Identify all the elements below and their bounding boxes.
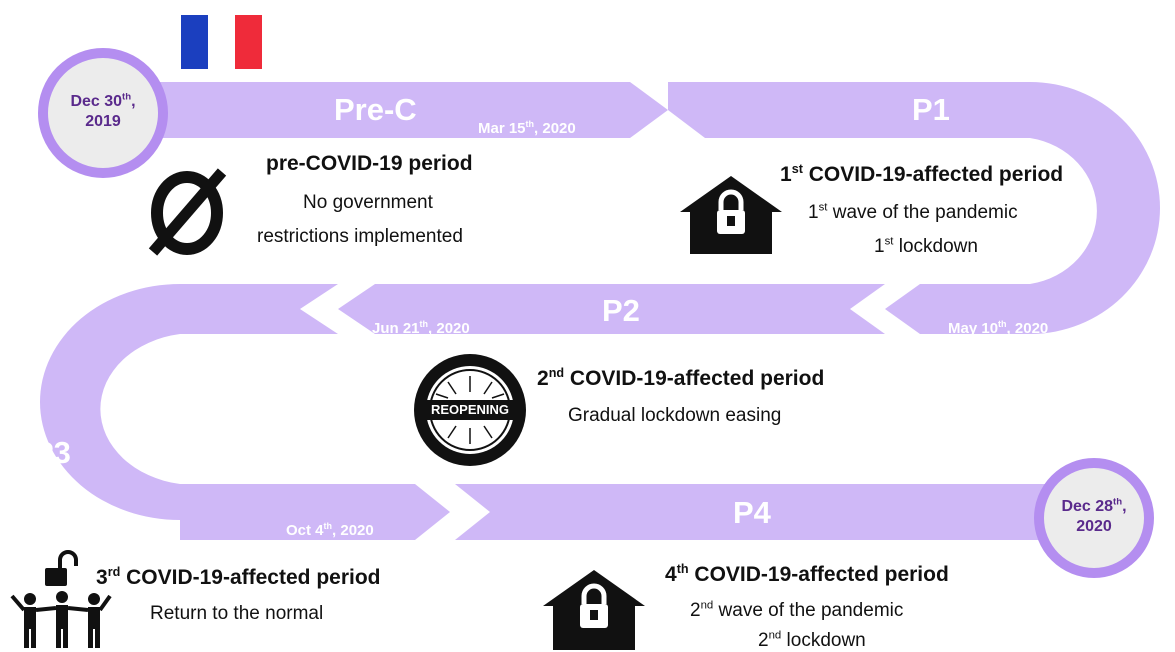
person-icon xyxy=(35,591,89,648)
pre-c-desc-line-2: restrictions implemented xyxy=(257,226,463,247)
p1-title: 1st COVID-19-affected period xyxy=(780,162,1064,186)
person-icon xyxy=(10,593,36,648)
p4-title: 4th COVID-19-affected period xyxy=(665,562,949,586)
band-p4 xyxy=(455,484,1070,540)
people-unlock-icon xyxy=(10,550,112,648)
start-date-circle xyxy=(38,48,168,178)
p2-desc: Gradual lockdown easing xyxy=(568,405,782,426)
period-label-p1: P1 xyxy=(912,92,950,127)
pre-c-title: pre-COVID-19 period xyxy=(266,152,473,175)
p3-title: 3rd COVID-19-affected period xyxy=(96,565,381,589)
date-oct-4: Oct 4th, 2020 xyxy=(286,521,374,540)
band-p2-right xyxy=(885,284,1030,334)
p2-title: 2nd COVID-19-affected period xyxy=(537,366,825,390)
period-label-p4: P4 xyxy=(733,495,771,530)
band-p3-bottom xyxy=(180,484,450,540)
france-flag-icon xyxy=(181,15,262,69)
p3-desc: Return to the normal xyxy=(150,603,324,624)
empty-set-icon xyxy=(148,168,227,256)
reopening-badge-text: REOPENING xyxy=(430,402,509,417)
date-mar-15: Mar 15th, 2020 xyxy=(478,119,576,138)
band-left-turn xyxy=(40,284,180,520)
house-lock-icon xyxy=(680,176,782,254)
p4-desc-line-1: 2nd wave of the pandemic xyxy=(690,599,904,621)
reopening-badge-icon xyxy=(414,354,526,466)
start-date: Dec 30th, 2019 xyxy=(70,91,136,130)
date-may-10: May 10th, 2020 xyxy=(948,319,1049,338)
end-date: Dec 28th, 2020 xyxy=(1061,496,1127,535)
date-jun-21: Jun 21th, 2020 xyxy=(372,319,470,338)
person-icon xyxy=(88,593,112,648)
period-label-pre-c: Pre-C xyxy=(334,92,417,127)
p1-desc-line-1: 1st wave of the pandemic xyxy=(808,201,1018,223)
period-label-p2: P2 xyxy=(602,293,640,328)
band-p2 xyxy=(338,284,885,334)
p4-desc-line-2: 2nd lockdown xyxy=(758,629,866,651)
timeline-band xyxy=(40,82,1160,540)
pre-c-desc-line-1: No government xyxy=(303,192,433,213)
end-date-circle xyxy=(1034,458,1154,578)
period-label-p3: P3 xyxy=(33,435,71,470)
p1-desc-line-2: 1st lockdown xyxy=(874,235,978,257)
house-lock-icon xyxy=(543,570,645,650)
band-right-turn xyxy=(1030,82,1160,334)
band-p3-top xyxy=(180,284,338,334)
band-pre-c xyxy=(150,82,668,138)
band-p1 xyxy=(668,82,1030,138)
